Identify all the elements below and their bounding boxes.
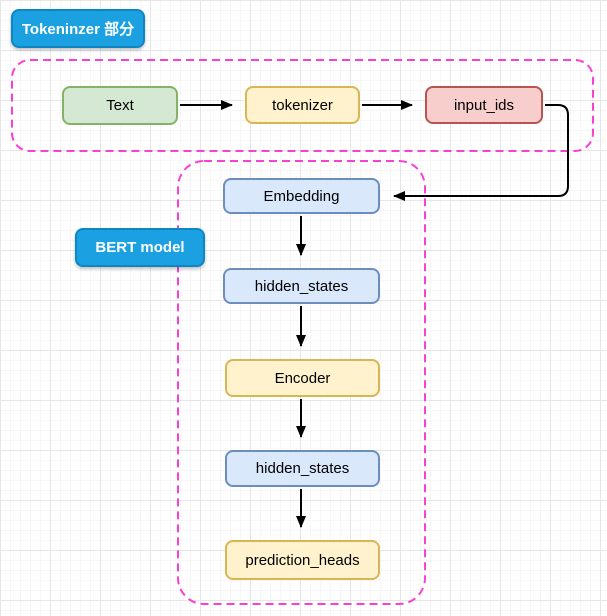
node-tokenizer[interactable]: tokenizer bbox=[245, 86, 360, 124]
bert-model-label[interactable]: BERT model bbox=[75, 228, 205, 267]
node-embedding[interactable]: Embedding bbox=[223, 178, 380, 214]
node-encoder[interactable]: Encoder bbox=[225, 359, 380, 397]
node-hidden-states-2[interactable]: hidden_states bbox=[225, 450, 380, 487]
node-hidden-states-1[interactable]: hidden_states bbox=[223, 268, 380, 304]
node-text[interactable]: Text bbox=[62, 86, 178, 125]
node-input-ids[interactable]: input_ids bbox=[425, 86, 543, 124]
tokenizer-section-label[interactable]: Tokeninzer 部分 bbox=[11, 9, 145, 48]
node-prediction-heads[interactable]: prediction_heads bbox=[225, 540, 380, 580]
arrow-input-ids-to-embedding bbox=[393, 104, 569, 201]
bert-model-boundary bbox=[177, 160, 426, 605]
tokenizer-section-boundary bbox=[11, 59, 594, 152]
